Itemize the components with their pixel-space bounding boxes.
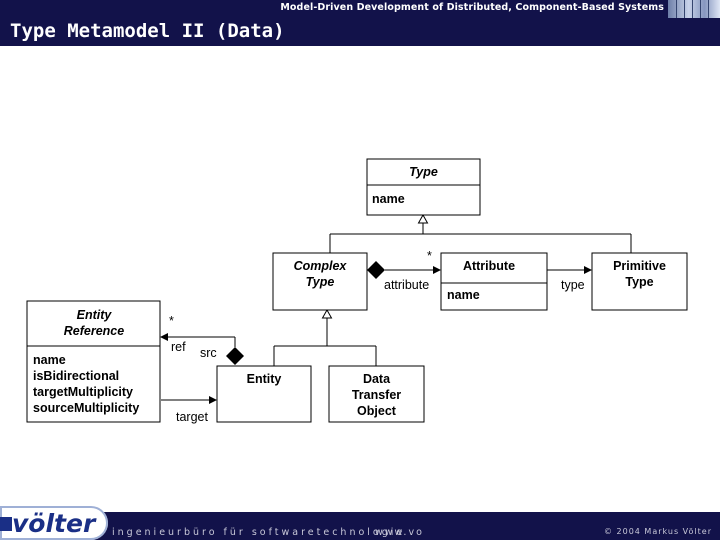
composition-ref xyxy=(160,333,244,365)
header-building-image xyxy=(668,0,720,18)
entity-reference-attr: targetMultiplicity xyxy=(33,385,133,399)
attribute-class-name: Attribute xyxy=(463,259,515,273)
dto-name-2: Transfer xyxy=(352,388,401,402)
class-primitive-type xyxy=(591,252,688,311)
class-attribute xyxy=(440,252,548,311)
primitive-type-name-1: Primitive xyxy=(613,259,666,273)
class-entity-reference xyxy=(26,300,161,423)
logo-text: völter xyxy=(12,509,96,538)
attribute-role-label: attribute xyxy=(384,278,429,292)
target-role-label: target xyxy=(176,410,208,424)
presentation-subtitle: Model-Driven Development of Distributed,… xyxy=(280,2,664,13)
association-type xyxy=(547,266,592,274)
type-class-name: Type xyxy=(409,165,438,179)
dto-name-3: Object xyxy=(357,404,397,418)
complex-type-name-1: Complex xyxy=(294,259,348,273)
slide-title: Type Metamodel II (Data) xyxy=(10,20,285,42)
footer-tagline: ingenieurbüro für softwaretechnologie xyxy=(112,527,406,538)
class-complex-type xyxy=(272,252,368,311)
composition-attribute xyxy=(367,261,441,279)
association-target xyxy=(161,396,217,404)
ref-multiplicity-label: * xyxy=(169,314,174,328)
entity-class-name: Entity xyxy=(247,372,282,386)
attribute-attr-name: name xyxy=(447,288,480,302)
entity-reference-attr: sourceMultiplicity xyxy=(33,401,139,415)
type-attr-name: name xyxy=(372,192,405,206)
class-type xyxy=(366,158,481,216)
footer-url: www.vo xyxy=(375,527,424,538)
header-bar: Model-Driven Development of Distributed,… xyxy=(0,0,720,46)
type-role-label: type xyxy=(561,278,585,292)
footer-copyright: © 2004 Markus Völter xyxy=(603,527,712,536)
entity-reference-name-1: Entity xyxy=(77,308,113,322)
complex-type-name-2: Type xyxy=(306,275,335,289)
ref-role-label: ref xyxy=(171,340,186,354)
dto-name-1: Data xyxy=(363,372,391,386)
entity-reference-attr: name xyxy=(33,353,66,367)
entity-reference-attr: isBidirectional xyxy=(33,369,119,383)
generalization-complex-type xyxy=(273,308,377,366)
class-entity xyxy=(216,365,312,423)
entity-reference-name-2: Reference xyxy=(64,324,124,338)
src-role-label: src xyxy=(200,346,217,360)
class-data-transfer-object xyxy=(328,365,425,423)
generalization-type xyxy=(329,213,632,253)
attribute-multiplicity-label: * xyxy=(427,249,432,263)
footer-bar xyxy=(0,512,720,540)
primitive-type-name-2: Type xyxy=(625,275,653,289)
voelter-logo: völter xyxy=(0,506,108,540)
logo-bar-mark xyxy=(0,517,12,531)
